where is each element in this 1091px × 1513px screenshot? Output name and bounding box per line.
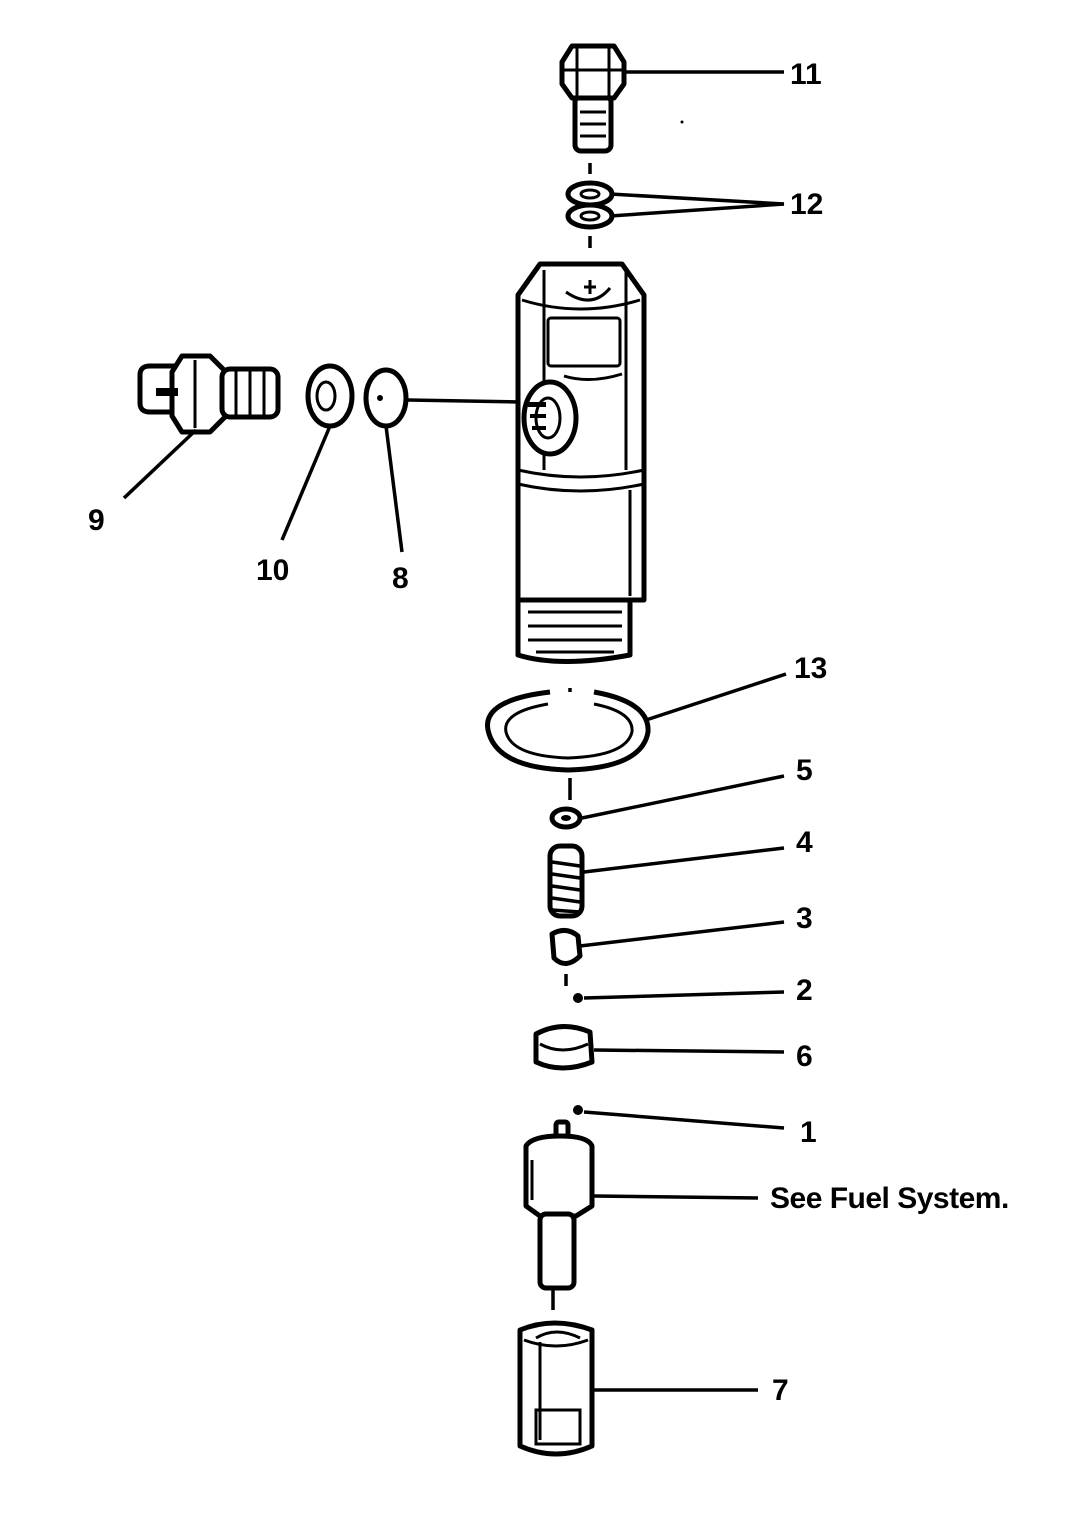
leader-10 <box>280 425 332 541</box>
leader-lines <box>122 70 787 1392</box>
part-4-spring <box>547 843 585 919</box>
part-3-spring-seat <box>549 928 583 966</box>
callout-4: 4 <box>796 826 813 859</box>
see-fuel-system-note: See Fuel System. <box>770 1182 1009 1215</box>
callout-11: 11 <box>790 58 822 91</box>
leader-6 <box>593 1048 785 1054</box>
callout-3: 3 <box>796 902 813 935</box>
callout-1: 1 <box>800 1116 817 1149</box>
leader-fuel <box>593 1194 759 1200</box>
callout-2: 2 <box>796 974 813 1007</box>
part-2-pin <box>573 993 583 1003</box>
leader-1 <box>583 1110 785 1130</box>
part-7-nut <box>517 1320 595 1457</box>
part-8-filter <box>363 367 409 429</box>
leader-12b <box>609 202 785 218</box>
leader-4 <box>583 846 785 874</box>
part-5-washer <box>549 806 583 830</box>
callout-8: 8 <box>392 562 409 595</box>
part-12-washers <box>565 180 615 230</box>
part-11-bolt <box>559 43 627 154</box>
leader-5 <box>581 774 785 820</box>
injector-body <box>515 261 647 664</box>
nozzle-assembly <box>523 1119 595 1291</box>
callout-13: 13 <box>794 652 828 685</box>
part-9-inlet-connector <box>137 353 281 435</box>
callout-10: 10 <box>256 554 290 587</box>
callout-6: 6 <box>796 1040 813 1073</box>
callout-12: 12 <box>790 188 824 221</box>
leader-2 <box>583 990 785 1000</box>
leader-13 <box>645 672 787 722</box>
leader-12a <box>609 192 785 206</box>
leader-3 <box>579 920 785 948</box>
leader-inlet <box>407 398 521 404</box>
callout-9: 9 <box>88 504 105 537</box>
callout-7: 7 <box>772 1374 789 1407</box>
part-6-disc <box>533 1024 595 1071</box>
leader-8 <box>384 425 404 553</box>
leader-9 <box>122 428 198 500</box>
part-10-washer <box>305 363 355 429</box>
part-13-snap-ring <box>485 689 651 773</box>
callout-5: 5 <box>796 754 813 787</box>
part-1-pin <box>573 1105 583 1115</box>
speck <box>680 120 684 124</box>
